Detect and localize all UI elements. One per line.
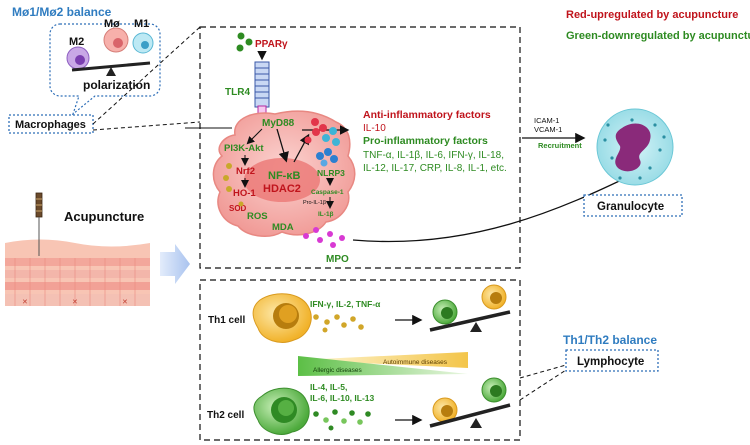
- recruitment-label: Recruitment: [538, 141, 582, 150]
- nfkb-label: NF-κB: [268, 170, 300, 182]
- th2-cytokine-dots: [313, 409, 371, 431]
- polarization-label: polarization: [83, 78, 150, 92]
- il1b-label: IL-1β: [318, 211, 334, 218]
- nlrp3-label: NLRP3: [317, 168, 345, 178]
- m1-label: M1: [134, 18, 149, 30]
- pro-il1b-label: Pro-IL-1β: [303, 200, 326, 206]
- th1-cell-icon: [252, 293, 312, 343]
- anti-inflammatory-title: Anti-inflammatory factors: [363, 109, 491, 121]
- vcam1-label: VCAM-1: [534, 125, 562, 134]
- allergic-wedge: [298, 356, 468, 376]
- pi3k-akt-label: PI3K-Akt: [224, 143, 264, 154]
- mpo-granules: [303, 227, 345, 248]
- autoimmune-label: Autoimmune diseases: [383, 359, 448, 366]
- lymphocyte-label: Lymphocyte: [577, 356, 644, 368]
- th2-dominant-seesaw-icon: [429, 377, 511, 428]
- ros-label: ROS: [247, 211, 268, 222]
- th-balance-title: Th1/Th2 balance: [563, 333, 657, 347]
- macrophages-label: Macrophages: [15, 119, 86, 131]
- ho1-label: HO-1: [233, 188, 256, 199]
- th1-cytokine-dots: [313, 314, 364, 333]
- pro-inflammatory-line1: TNF-α, IL-1β, IL-6, IFN-γ, IL-18,: [363, 150, 504, 161]
- lymphocyte-box: [565, 349, 659, 372]
- macrophage-panel-border: [199, 26, 521, 269]
- granulocyte-label: Granulocyte: [597, 201, 664, 213]
- acupuncture-needle-icon: [35, 192, 43, 256]
- antioxidant-dots: [223, 163, 244, 207]
- th2-cytokines-line1: IL-4, IL-5,: [310, 382, 347, 392]
- autoimmune-wedge: [298, 352, 468, 368]
- m0-macrophage-icon: [103, 27, 129, 53]
- th1-cytokines: IFN-γ, IL-2, TNF-α: [310, 299, 381, 309]
- legend-red: Red-upregulated by acupuncture: [566, 9, 738, 21]
- th2-label: Th2 cell: [207, 410, 244, 421]
- tlr4-label: TLR4: [225, 87, 250, 98]
- th1-dominant-seesaw-icon: [429, 284, 511, 332]
- nlrp3-inflammasome-icon: [316, 148, 338, 167]
- ppar-label: PPARγ: [255, 39, 288, 50]
- pro-inflammatory-title: Pro-inflammatory factors: [363, 135, 488, 147]
- m2-macrophage-icon: [66, 46, 90, 70]
- granulocyte-cell-icon: [596, 108, 674, 186]
- tlr4-receptor-icon: [254, 61, 270, 115]
- acupuncture-label: Acupuncture: [64, 209, 144, 224]
- granulocyte-box: [583, 194, 683, 217]
- allergic-label: Allergic diseases: [313, 367, 363, 374]
- mpo-label: MPO: [326, 254, 349, 265]
- lymphocyte-panel-border: [199, 279, 521, 441]
- hdac2-label: HDAC2: [263, 183, 301, 195]
- skin-tissue-icon: ✕ ✕ ✕: [5, 239, 150, 306]
- mda-label: MDA: [272, 222, 294, 233]
- cytokine-cluster-icon: [304, 118, 340, 146]
- icam1-label: ICAM-1: [534, 116, 559, 125]
- legend-green: Green-downregulated by acupuncture: [566, 30, 750, 42]
- svg-text:✕: ✕: [72, 299, 78, 306]
- ppar-ligand-dots: [236, 32, 253, 52]
- macrophage-nucleus: [244, 158, 320, 202]
- treatment-arrow-icon: [160, 244, 190, 284]
- macrophage-balance-title: Mø1/Mø2 balance: [12, 5, 112, 19]
- sod-label: SOD: [229, 204, 247, 213]
- macrophage-seesaw-icon: [71, 61, 151, 76]
- th2-cytokines-line2: IL-6, IL-10, IL-13: [310, 393, 375, 403]
- m2-label: M2: [69, 36, 84, 48]
- myd88-label: MyD88: [262, 118, 295, 129]
- svg-text:✕: ✕: [22, 299, 28, 306]
- caspase1-label: Caspase-1: [311, 189, 344, 196]
- th1-label: Th1 cell: [208, 315, 245, 326]
- speech-bubble: [49, 23, 161, 116]
- m1-macrophage-icon: [132, 32, 154, 54]
- svg-text:✕: ✕: [122, 299, 128, 306]
- anti-inflammatory-list: IL-10: [363, 123, 386, 134]
- th2-cell-icon: [253, 387, 310, 435]
- pro-inflammatory-line2: IL-12, IL-17, CRP, IL-8, IL-1, etc.: [363, 163, 507, 174]
- nrf2-label: Nrf2: [236, 166, 255, 177]
- m0-label: Mø: [104, 18, 120, 30]
